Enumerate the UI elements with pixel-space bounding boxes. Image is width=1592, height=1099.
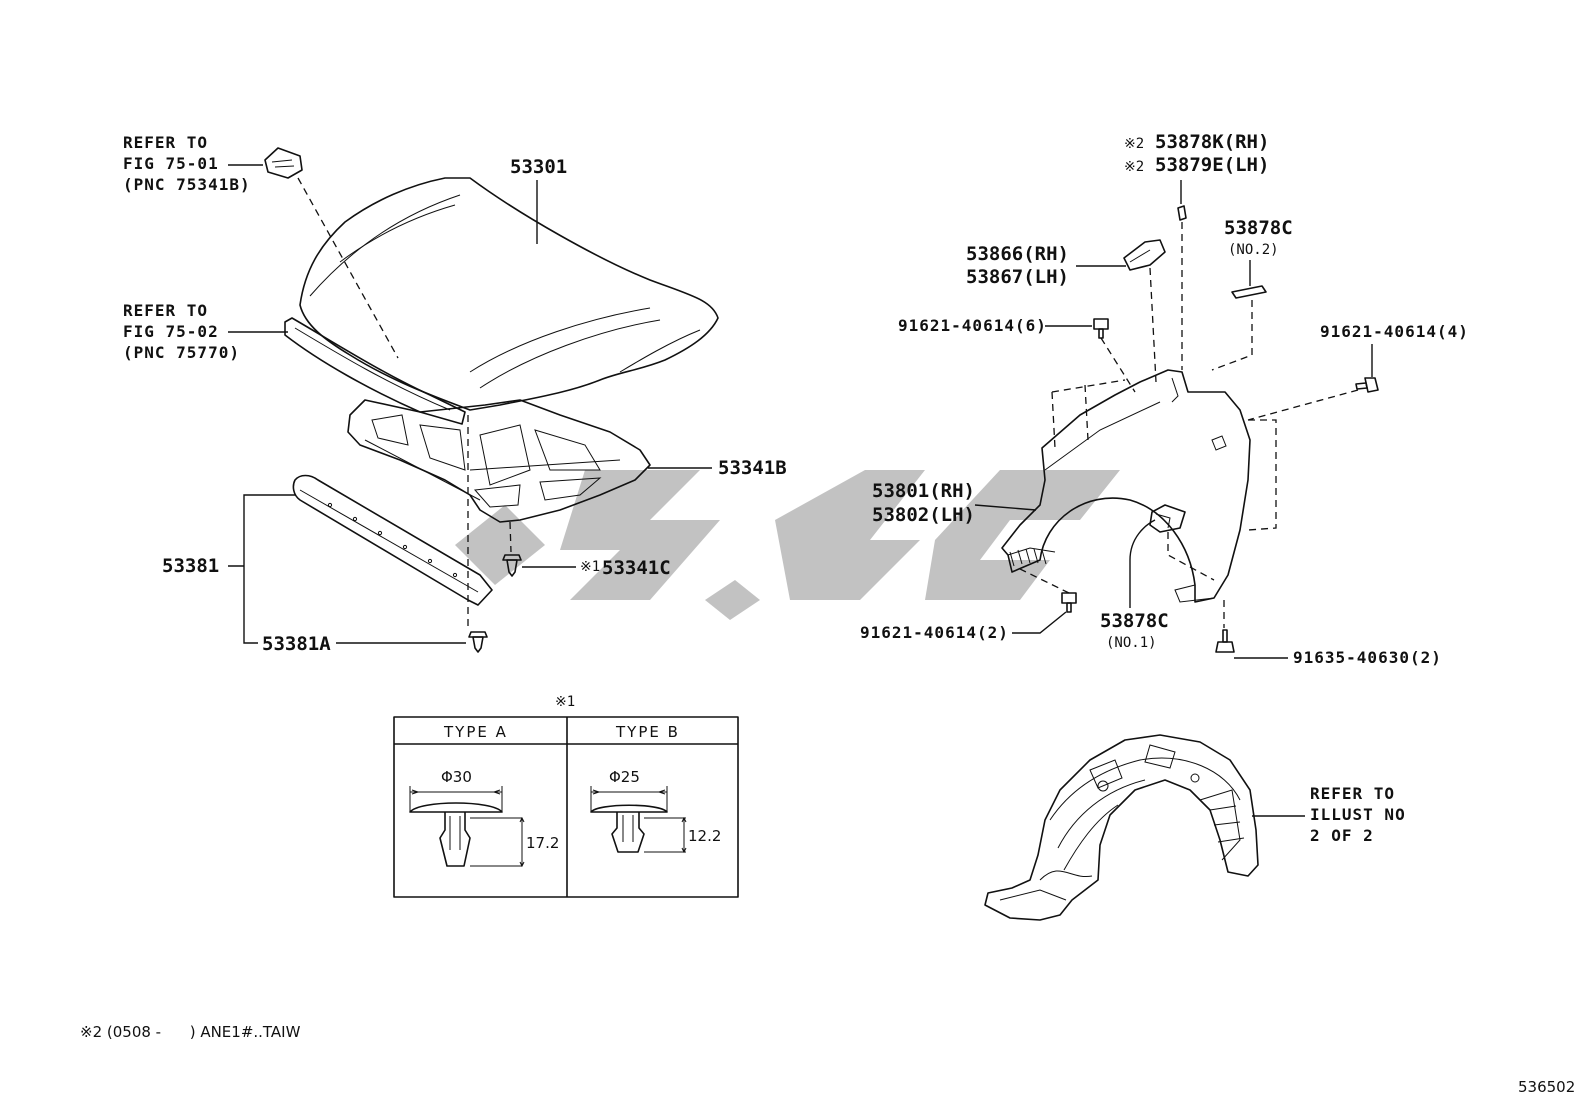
label-screw: 91635-40630(2) bbox=[1293, 648, 1442, 667]
type-a-height: 17.2 bbox=[526, 834, 559, 852]
refer-illust-2: REFER TO ILLUST NO 2 OF 2 bbox=[1310, 784, 1406, 845]
refer1-line1: REFER TO bbox=[123, 133, 208, 152]
fender-bracket[interactable] bbox=[1123, 239, 1166, 271]
label-53301: 53301 bbox=[510, 156, 567, 178]
refer2-line3: (PNC 75770) bbox=[123, 343, 240, 362]
bolt-bottom-leader bbox=[1012, 611, 1067, 634]
hood-sub-frame[interactable] bbox=[347, 399, 651, 523]
front-fender[interactable] bbox=[1001, 369, 1251, 603]
label-53802: 53802(LH) bbox=[872, 504, 975, 526]
fender-seal-no2[interactable] bbox=[1231, 285, 1267, 299]
label-53341B: 53341B bbox=[718, 457, 787, 479]
label-53866: 53866(RH) bbox=[966, 243, 1069, 265]
type-b-height: 12.2 bbox=[688, 827, 721, 845]
clip-type-b-drawing: Φ25 12.2 bbox=[590, 768, 721, 854]
fender-seal-no1[interactable] bbox=[1149, 504, 1186, 533]
clip-mark: ※1 bbox=[580, 559, 600, 575]
emblem-assembly-line bbox=[297, 177, 399, 359]
label-53879E: 53879E(LH) bbox=[1155, 154, 1269, 176]
label-53801: 53801(RH) bbox=[872, 480, 975, 502]
fender-dash-bracket bbox=[1149, 267, 1157, 383]
refer1-line2: FIG 75-01 bbox=[123, 154, 219, 173]
hood-emblem[interactable] bbox=[264, 147, 303, 179]
seal2-note: (NO.2) bbox=[1228, 242, 1279, 258]
refer1-line3: (PNC 75341B) bbox=[123, 175, 251, 194]
fender-dash-bolt-top bbox=[1051, 337, 1136, 449]
label-53878C-no2: 53878C bbox=[1224, 217, 1293, 239]
type-b-diameter: Φ25 bbox=[609, 768, 640, 786]
watermark-logo bbox=[455, 470, 1120, 620]
hood-seal-strip[interactable] bbox=[292, 474, 493, 606]
screw-bottom[interactable] bbox=[1215, 629, 1235, 653]
bolt-top[interactable] bbox=[1093, 318, 1109, 339]
fender-dash-bolt-right bbox=[1247, 389, 1359, 531]
label-53381: 53381 bbox=[162, 555, 219, 577]
table-col-type-b: TYPE B bbox=[615, 723, 680, 741]
label-bolt-right: 91621-40614(4) bbox=[1320, 322, 1469, 341]
ext-rh-mark: ※2 bbox=[1124, 136, 1144, 152]
refer-fig-75-02: REFER TO FIG 75-02 (PNC 75770) bbox=[123, 301, 240, 362]
ext-lh-mark: ※2 bbox=[1124, 159, 1144, 175]
label-53878C-no1: 53878C bbox=[1100, 610, 1169, 632]
footnote: ※2 (0508 - ) ANE1#..TAIW bbox=[80, 1023, 301, 1041]
table-col-type-a: TYPE A bbox=[443, 723, 508, 741]
fender-extension-piece[interactable] bbox=[1177, 205, 1187, 221]
fender-dash-seal2 bbox=[1211, 300, 1253, 371]
label-53381A: 53381A bbox=[262, 633, 331, 655]
seal1-note: (NO.1) bbox=[1106, 635, 1157, 651]
fender-dash-seal1 bbox=[1167, 532, 1215, 581]
refer3-line1: REFER TO bbox=[1310, 784, 1395, 803]
refer2-line2: FIG 75-02 bbox=[123, 322, 219, 341]
clip-assembly-line-2 bbox=[509, 521, 512, 553]
seal1-leader bbox=[1129, 519, 1156, 608]
bolt-right[interactable] bbox=[1355, 377, 1379, 393]
seal-clip-53381A[interactable] bbox=[468, 631, 488, 653]
refer3-line3: 2 OF 2 bbox=[1310, 826, 1374, 845]
fender-liner[interactable] bbox=[984, 734, 1259, 921]
label-bolt-bottom: 91621-40614(2) bbox=[860, 623, 1009, 642]
fender-leader bbox=[974, 504, 1037, 511]
seal-bracket bbox=[228, 494, 296, 644]
label-53867: 53867(LH) bbox=[966, 266, 1069, 288]
bolt-bottom[interactable] bbox=[1061, 592, 1077, 613]
refer3-line2: ILLUST NO bbox=[1310, 805, 1406, 824]
refer2-line1: REFER TO bbox=[123, 301, 208, 320]
clip-type-a-drawing: Φ30 17.2 bbox=[409, 768, 559, 868]
hood-clip-53341C[interactable] bbox=[502, 554, 522, 577]
hood-front-seal[interactable] bbox=[284, 317, 466, 425]
label-bolt-top: 91621-40614(6) bbox=[898, 316, 1047, 335]
fender-dash-bolt-bottom bbox=[1017, 567, 1070, 594]
table-mark: ※1 bbox=[555, 694, 575, 710]
refer-fig-75-01: REFER TO FIG 75-01 (PNC 75341B) bbox=[123, 133, 251, 194]
clip-type-table: ※1 TYPE A TYPE B Φ30 17.2 Φ25 bbox=[393, 694, 739, 898]
label-53341C: 53341C bbox=[602, 557, 671, 579]
illustration-number: 536502 bbox=[1518, 1078, 1575, 1096]
table-frame bbox=[393, 716, 739, 898]
type-a-diameter: Φ30 bbox=[441, 768, 472, 786]
label-53878K: 53878K(RH) bbox=[1155, 131, 1269, 153]
